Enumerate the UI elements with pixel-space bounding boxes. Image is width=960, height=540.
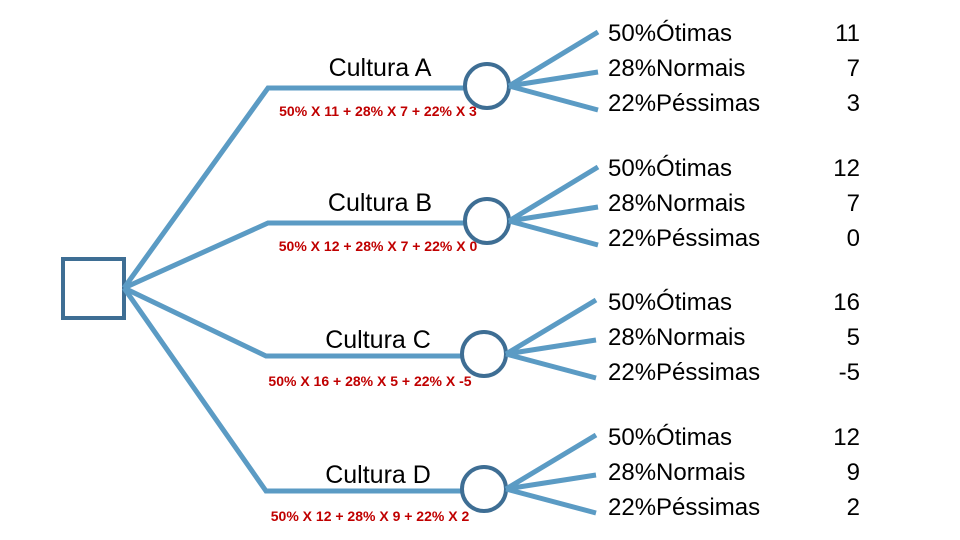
outcome-row: 22%Péssimas 3 <box>608 86 878 121</box>
outcome-group-cultura-a: 50%Ótimas 11 28%Normais 7 22%Péssimas 3 <box>608 16 878 121</box>
outcome-lines-cultura-c <box>504 297 598 381</box>
outcome-value: -5 <box>838 359 860 386</box>
outcome-lines-cultura-b <box>507 164 600 248</box>
outcome-label: 50%Ótimas <box>608 155 733 182</box>
outcome-label: 22%Péssimas <box>608 225 761 252</box>
outcome-value: 12 <box>833 155 860 182</box>
outcome-label: 22%Péssimas <box>608 90 761 117</box>
branch-label-cultura-d: Cultura D <box>325 461 431 489</box>
outcome-row: 50%Ótimas 12 <box>608 151 878 186</box>
branch-line-cultura-c <box>122 285 462 359</box>
outcome-label: 28%Normais <box>608 459 746 486</box>
outcome-group-cultura-c: 50%Ótimas 16 28%Normais 5 22%Péssimas -5 <box>608 285 878 390</box>
outcome-label: 28%Normais <box>608 324 746 351</box>
outcome-value: 5 <box>846 324 860 351</box>
branch-label-cultura-b: Cultura B <box>327 189 433 217</box>
outcome-row: 50%Ótimas 11 <box>608 16 878 51</box>
outcome-row: 22%Péssimas -5 <box>608 355 878 390</box>
outcome-value: 2 <box>846 494 860 521</box>
outcome-row: 28%Normais 7 <box>608 186 878 221</box>
outcome-row: 22%Péssimas 0 <box>608 221 878 256</box>
branch-line-cultura-b <box>122 220 465 291</box>
outcome-row: 28%Normais 7 <box>608 51 878 86</box>
branch-label-cultura-c: Cultura C <box>325 326 431 354</box>
outcome-row: 50%Ótimas 12 <box>608 420 878 455</box>
outcome-row: 28%Normais 9 <box>608 455 878 490</box>
outcome-label: 22%Péssimas <box>608 494 761 521</box>
outcome-label: 50%Ótimas <box>608 20 733 47</box>
outcome-group-cultura-b: 50%Ótimas 12 28%Normais 7 22%Péssimas 0 <box>608 151 878 256</box>
outcome-label: 28%Normais <box>608 55 746 82</box>
root-decision-node[interactable] <box>61 257 126 320</box>
branch-formula-cultura-c: 50% X 16 + 28% X 5 + 22% X -5 <box>268 373 472 389</box>
outcome-row: 50%Ótimas 16 <box>608 285 878 320</box>
outcome-row: 28%Normais 5 <box>608 320 878 355</box>
branch-formula-cultura-b: 50% X 12 + 28% X 7 + 22% X 0 <box>278 238 478 254</box>
outcome-value: 7 <box>846 190 860 217</box>
outcome-value: 0 <box>846 225 860 252</box>
outcome-lines-cultura-d <box>504 432 598 516</box>
outcome-value: 12 <box>833 424 860 451</box>
outcome-label: 50%Ótimas <box>608 289 733 316</box>
branch-line-cultura-d <box>121 286 462 494</box>
outcome-lines-cultura-a <box>507 29 600 113</box>
outcome-group-cultura-d: 50%Ótimas 12 28%Normais 9 22%Péssimas 2 <box>608 420 878 525</box>
outcome-row: 22%Péssimas 2 <box>608 490 878 525</box>
outcome-value: 11 <box>835 20 860 47</box>
outcome-label: 22%Péssimas <box>608 359 761 386</box>
branch-line-cultura-a <box>121 85 465 290</box>
branch-formula-cultura-d: 50% X 12 + 28% X 9 + 22% X 2 <box>270 508 470 524</box>
outcome-label: 50%Ótimas <box>608 424 733 451</box>
branch-formula-cultura-a: 50% X 11 + 28% X 7 + 22% X 3 <box>279 103 477 119</box>
outcome-label: 28%Normais <box>608 190 746 217</box>
outcome-value: 7 <box>846 55 860 82</box>
outcome-value: 3 <box>846 90 860 117</box>
outcome-value: 9 <box>846 459 860 486</box>
outcome-value: 16 <box>833 289 860 316</box>
branch-label-cultura-a: Cultura A <box>328 54 432 82</box>
